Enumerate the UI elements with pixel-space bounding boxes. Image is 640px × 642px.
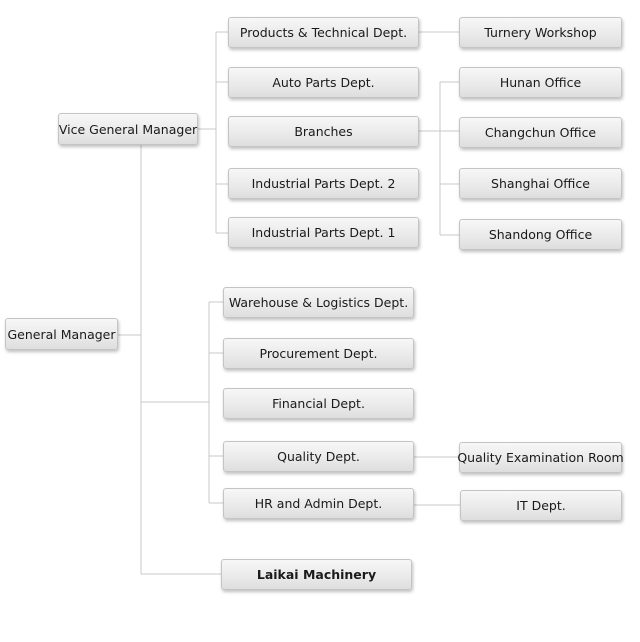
procurement-dept-box: Procurement Dept. <box>223 338 414 369</box>
general-manager-box: General Manager <box>5 318 118 350</box>
quality-examination-room-box: Quality Examination Room <box>457 442 624 473</box>
laikai-machinery-box: Laikai Machinery <box>221 559 412 590</box>
auto-parts-dept-box: Auto Parts Dept. <box>228 67 419 98</box>
hunan-office-box: Hunan Office <box>459 67 622 98</box>
hr-admin-dept-box: HR and Admin Dept. <box>223 488 414 519</box>
warehouse-logistics-dept-box: Warehouse & Logistics Dept. <box>223 287 414 318</box>
industrial-parts-dept-2-box: Industrial Parts Dept. 2 <box>228 168 419 199</box>
it-dept-box: IT Dept. <box>460 490 622 521</box>
changchun-office-box: Changchun Office <box>459 117 622 148</box>
shandong-office-box: Shandong Office <box>459 219 622 250</box>
products-technical-dept-box: Products & Technical Dept. <box>228 17 419 48</box>
branches-box: Branches <box>228 116 419 147</box>
industrial-parts-dept-1-box: Industrial Parts Dept. 1 <box>228 217 419 248</box>
shanghai-office-box: Shanghai Office <box>459 168 622 199</box>
financial-dept-box: Financial Dept. <box>223 388 414 419</box>
vice-general-manager-box: Vice General Manager <box>58 113 198 145</box>
turnery-workshop-box: Turnery Workshop <box>459 17 622 48</box>
quality-dept-box: Quality Dept. <box>223 441 414 472</box>
